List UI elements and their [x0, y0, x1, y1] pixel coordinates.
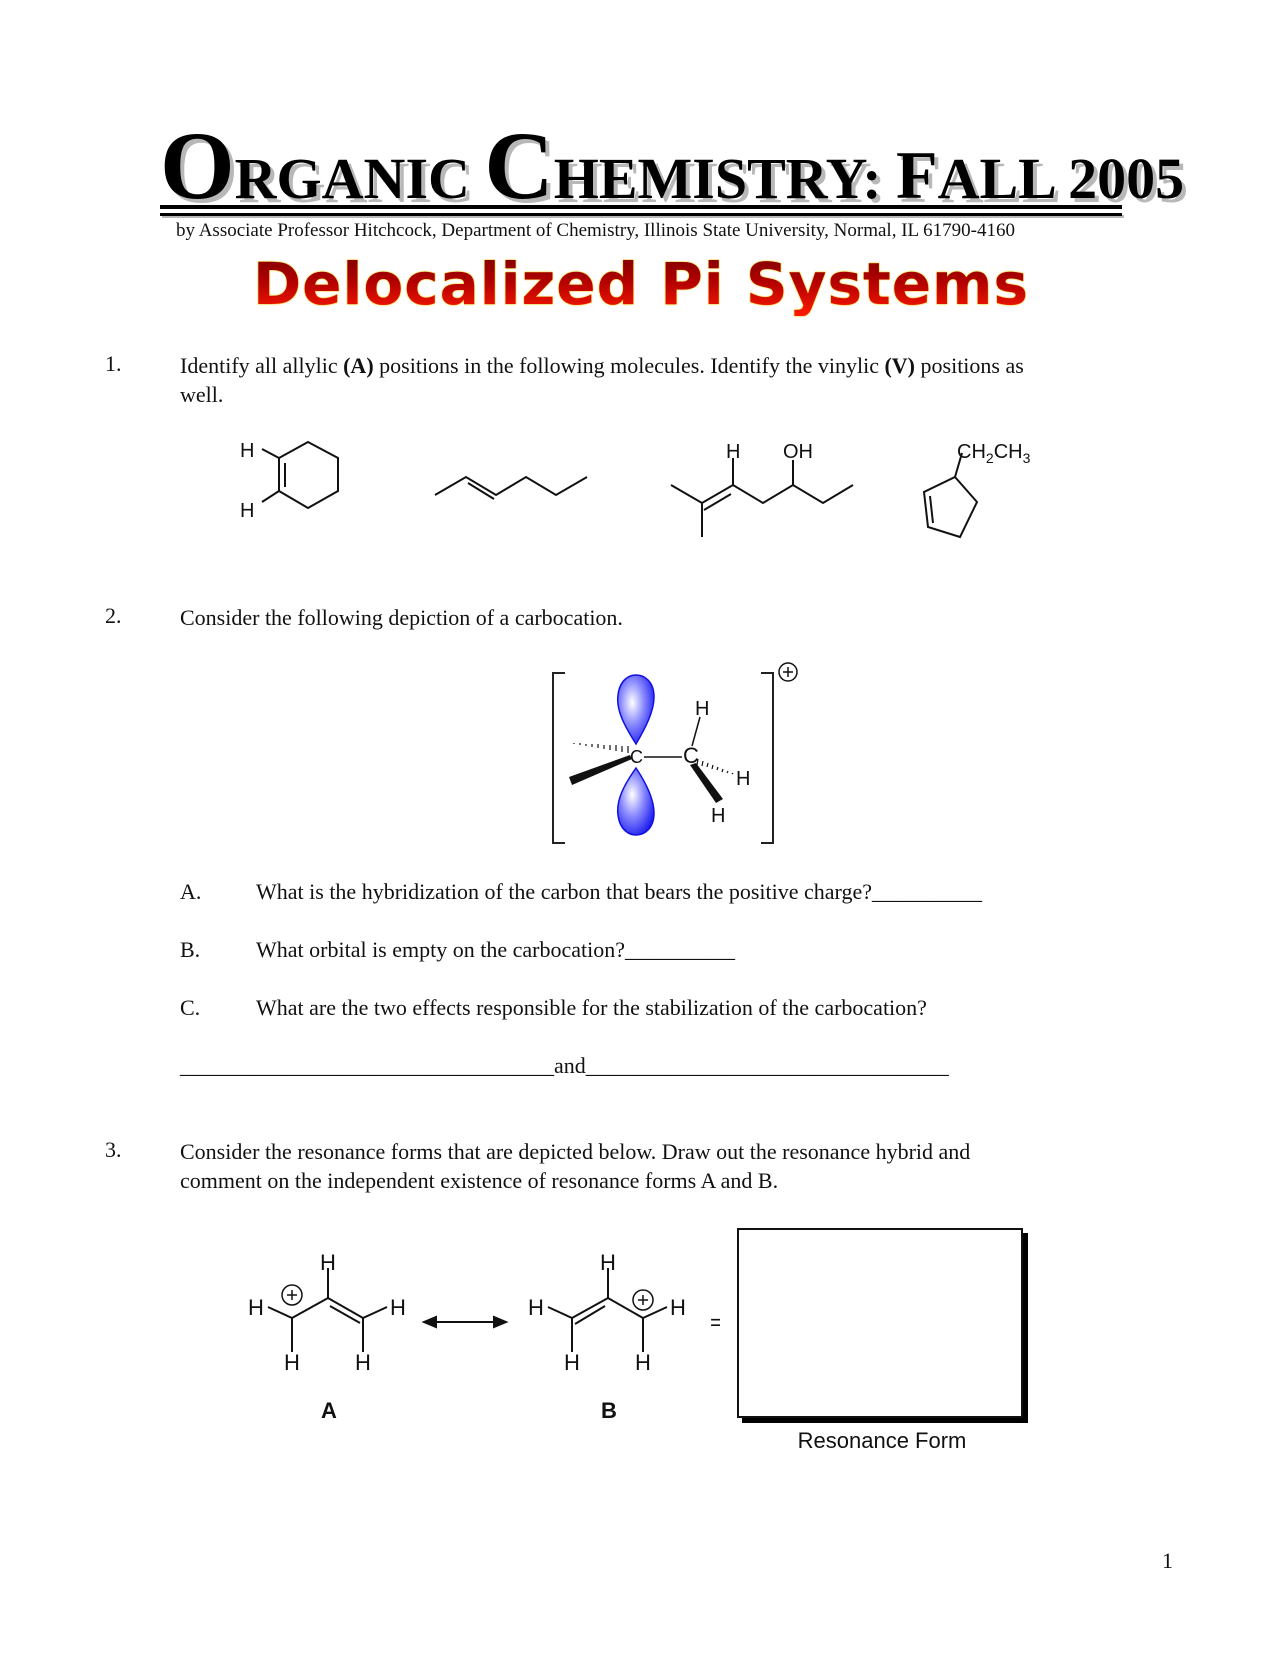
question-1-text: Identify all allylic (A) positions in th… [180, 351, 1160, 409]
h-label: H [355, 1350, 371, 1375]
vinylic-label: (V) [884, 353, 916, 378]
q1-text-part: Identify all allylic [180, 353, 344, 378]
p-orbital-upper-lobe [616, 674, 655, 746]
resonance-hybrid-answer-box[interactable] [737, 1228, 1023, 1418]
molecule-hexene [434, 475, 588, 500]
wedge-bond [569, 755, 632, 785]
title-part: C [484, 112, 554, 219]
q1-text-part: positions in the following molecules. Id… [373, 353, 885, 378]
title-part: 2005 [1068, 146, 1185, 211]
sub-question-a-text: What is the hybridization of the carbon … [256, 879, 982, 904]
question-1-number: 1. [105, 351, 122, 376]
title-part: HEMISTRY: [553, 146, 897, 211]
resonance-box-label: Resonance Form [797, 1428, 967, 1453]
right-bracket [761, 672, 774, 844]
resonance-arrow-icon [421, 1315, 509, 1329]
h-label: H [284, 1350, 300, 1375]
h-label: H [670, 1295, 686, 1320]
question-2-number: 2. [105, 603, 122, 628]
question-3-text: Consider the resonance forms that are de… [180, 1137, 970, 1195]
h-label: H [564, 1350, 580, 1375]
equals-sign: = [710, 1310, 720, 1335]
molecule-ethylcyclopentene [922, 452, 979, 539]
oh-label: OH [783, 441, 813, 463]
document-title: ORGANIC CHEMISTRY: FALL 2005 [160, 118, 1184, 216]
hashed-bond [573, 743, 629, 753]
title-rule [160, 205, 1122, 209]
resonance-form-b [547, 1268, 668, 1352]
positive-charge-icon [778, 662, 798, 682]
resonance-form-a [267, 1268, 388, 1352]
sub-question-c-letter: C. [180, 995, 201, 1020]
h-label: H [635, 1350, 651, 1375]
carbon-label: C [683, 743, 699, 768]
hashed-bond [696, 758, 734, 775]
molecule-heptenol [670, 458, 854, 537]
allylic-label: (A) [343, 353, 374, 378]
title-part: F [896, 137, 938, 213]
byline: by Associate Professor Hitchcock, Depart… [176, 220, 1016, 241]
title-part: RGANIC [234, 146, 485, 211]
question-1-molecules: H H H OH CH2CH3 [240, 440, 1031, 539]
h-label: H [711, 805, 725, 827]
h-label: H [726, 441, 740, 463]
form-b-label: B [601, 1398, 617, 1423]
h-label: H [390, 1295, 406, 1320]
page-number: 1 [1162, 1548, 1173, 1573]
title-text: ORGANIC CHEMISTRY: FALL 2005 [160, 118, 1184, 227]
resonance-forms-figure: H H H H H A H H H H H B = [248, 1250, 720, 1423]
sub-question-c-text: What are the two effects responsible for… [256, 995, 927, 1020]
title-rule [160, 213, 1122, 216]
sub-question-b-letter: B. [180, 937, 201, 962]
title-part: O [160, 112, 235, 219]
q3-text-line: Consider the resonance forms that are de… [180, 1139, 971, 1164]
q1-text-part: well. [180, 382, 224, 407]
h-label: H [240, 500, 254, 522]
sub-question-a-letter: A. [180, 879, 202, 904]
ethyl-label: CH2CH3 [957, 441, 1031, 466]
topic-heading: Delocalized Pi Systems [160, 252, 1122, 316]
h-label: H [736, 768, 750, 790]
molecule-cyclohexene [261, 440, 339, 510]
form-a-label: A [321, 1398, 337, 1423]
p-orbital-lower-lobe [616, 766, 655, 836]
h-label: H [240, 440, 254, 462]
h-label: H [320, 1250, 336, 1275]
carbon-label: C [630, 747, 643, 767]
h-label: H [248, 1295, 264, 1320]
wedge-bond [690, 763, 723, 803]
question-3-number: 3. [105, 1137, 122, 1162]
question-2-text: Consider the following depiction of a ca… [180, 605, 623, 630]
left-bracket [552, 672, 565, 844]
sub-question-b-text: What orbital is empty on the carbocation… [256, 937, 735, 962]
answer-line: __________________________________and___… [180, 1053, 949, 1078]
q3-text-line: comment on the independent existence of … [180, 1168, 779, 1193]
h-label: H [528, 1295, 544, 1320]
h-label: H [600, 1250, 616, 1275]
q1-text-part: positions as [915, 353, 1024, 378]
carbocation-figure: C C H H H [552, 662, 798, 844]
title-part: ALL [937, 146, 1069, 211]
h-label: H [695, 698, 709, 720]
